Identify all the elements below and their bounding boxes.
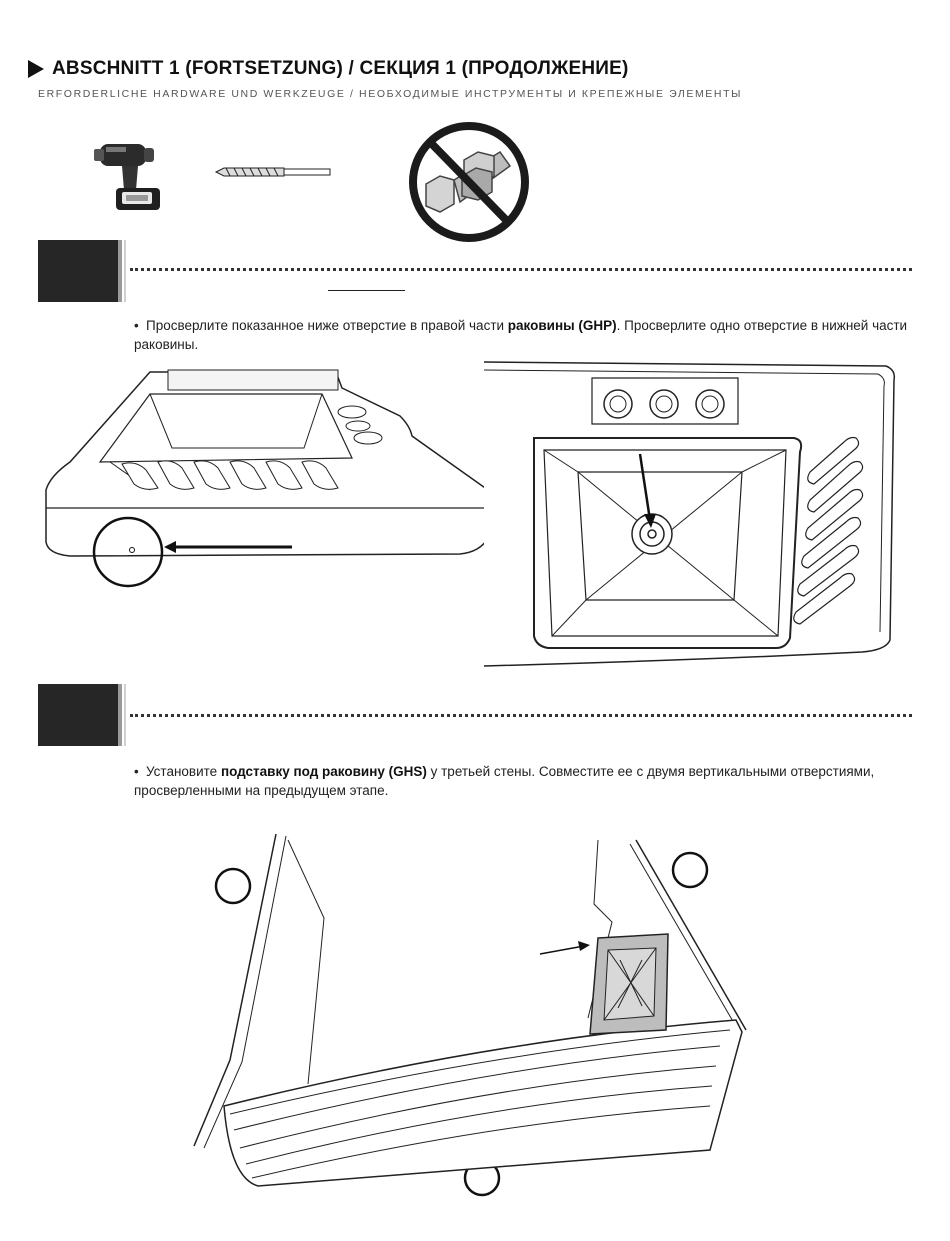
step-2-instruction: •Установите подставку под раковину (GHS)…: [134, 764, 875, 798]
sink-top-illustration: [483, 361, 896, 667]
section-subtitle: ERFORDERLICHE HARDWARE UND WERKZEUGE / Н…: [38, 88, 742, 100]
no-hardware-icon: [409, 122, 529, 242]
step-1-instruction: •Просверлите показанное ниже отверстие в…: [134, 318, 908, 352]
step-number-box-2: [38, 684, 126, 746]
sink-stand-part: [589, 933, 669, 1035]
dotted-divider-2: [130, 714, 912, 717]
step-number-box-1: [38, 240, 126, 302]
sink-side-illustration: [45, 369, 489, 588]
section-title: ABSCHNITT 1 (FORTSETZUNG) / СЕКЦИЯ 1 (ПР…: [52, 58, 629, 79]
section-heading: ABSCHNITT 1 (FORTSETZUNG) / СЕКЦИЯ 1 (ПР…: [28, 56, 629, 82]
blank-underline: [328, 290, 405, 291]
dotted-divider-1: [130, 268, 912, 271]
drill-bit-icon: [214, 167, 331, 177]
play-arrow-icon: [28, 60, 44, 78]
sink-stand-installation-illustration: [193, 833, 747, 1197]
drill-icon: [94, 144, 160, 210]
